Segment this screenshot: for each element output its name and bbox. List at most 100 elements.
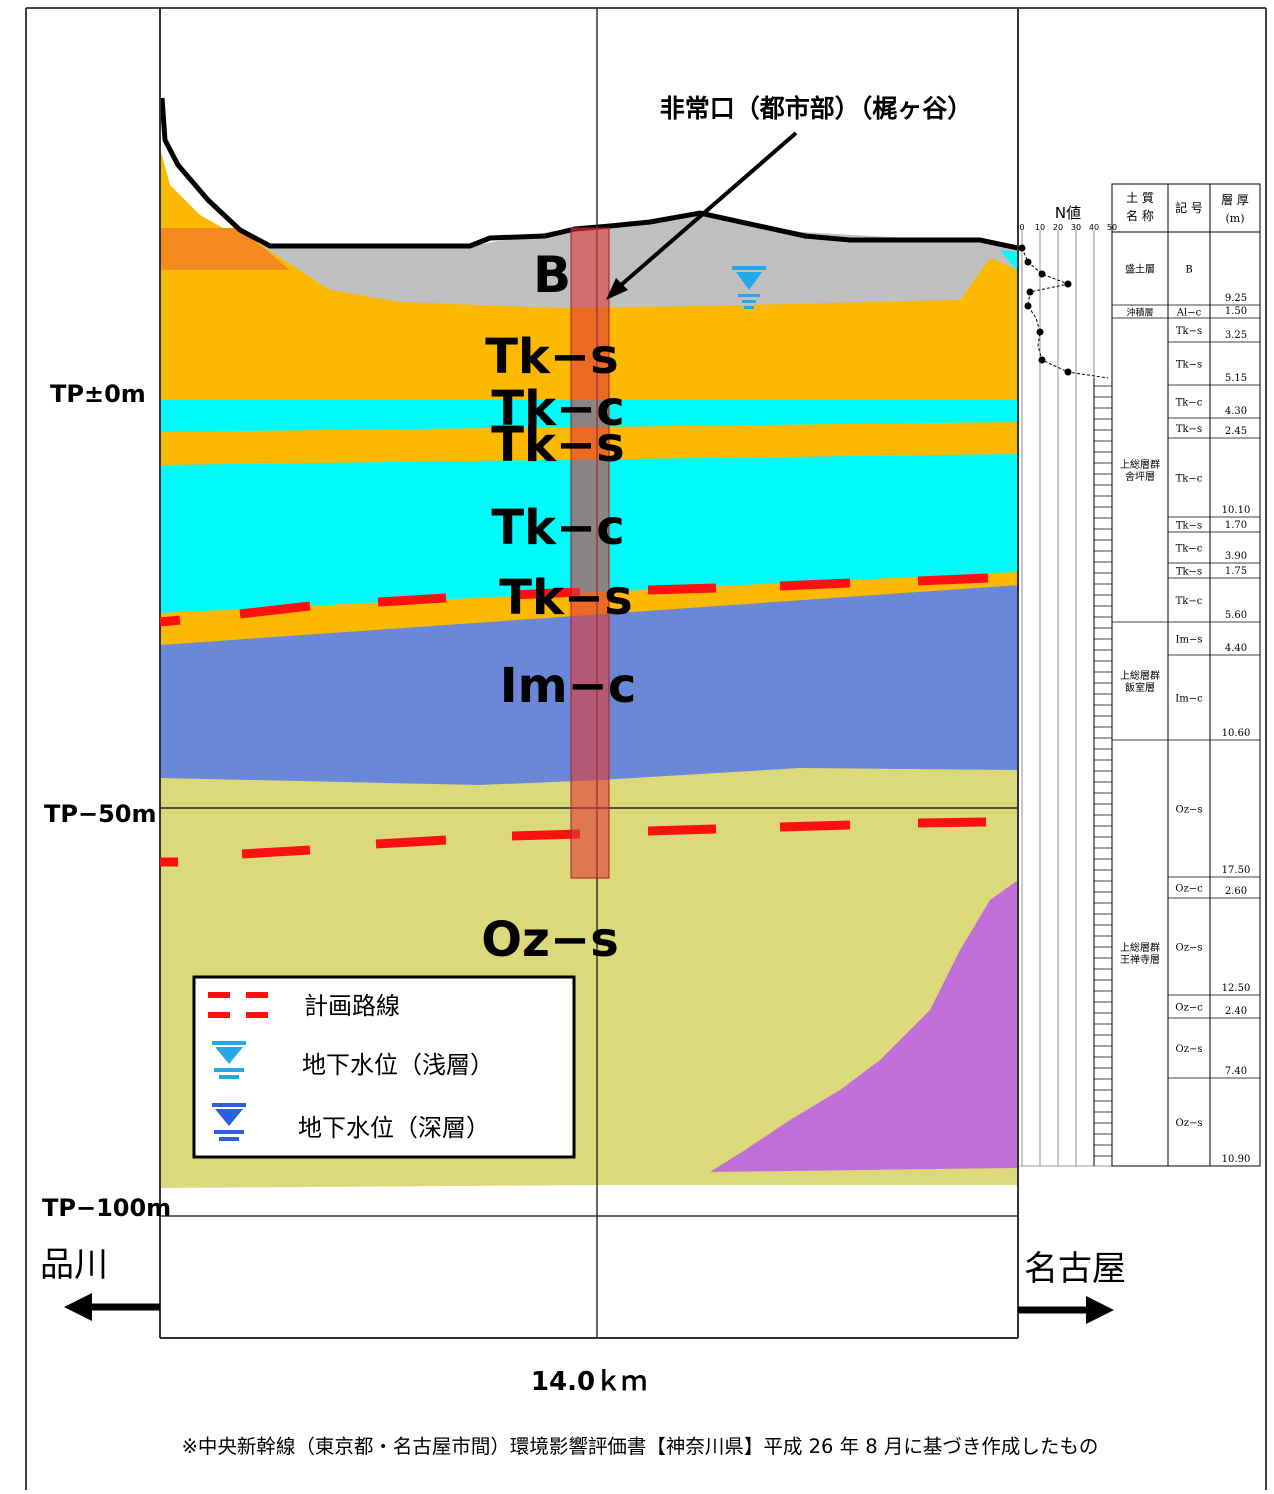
n-tick-label: 0 <box>1019 223 1024 232</box>
stratum-label-tk-s-2: Tk−s <box>491 417 624 473</box>
log-group-label: 盛土層 <box>1125 263 1155 276</box>
footnote: ※中央新幹線（東京都・名古屋市間）環境影響評価書【神奈川県】平成 26 年 8 … <box>182 1435 1099 1458</box>
log-symbol: Tk−s <box>1176 360 1202 371</box>
log-thickness: 2.45 <box>1225 426 1247 437</box>
log-thickness: 2.40 <box>1225 1006 1247 1017</box>
route-dash <box>239 601 311 619</box>
legend-route-icon <box>208 992 268 1018</box>
route-dash <box>377 593 447 607</box>
layer-fill-b <box>262 214 1018 308</box>
boring-hatch-column <box>1093 378 1113 1166</box>
stratum-label-b: B <box>533 246 571 304</box>
scale-label: 14.0ｋｍ <box>531 1367 647 1397</box>
callout-arrow-line <box>611 131 798 294</box>
legend: 計画路線 地下水位（浅層） 地下水位（深層） <box>192 975 576 1159</box>
log-symbol: Tk−c <box>1176 596 1203 607</box>
svg-text:名 称: 名 称 <box>1126 208 1154 223</box>
log-symbol: Al−c <box>1176 308 1202 319</box>
route-dash <box>511 587 581 600</box>
stratum-label-im-c: Im−c <box>500 658 637 714</box>
n-tick-label: 20 <box>1053 223 1063 232</box>
log-thickness: 2.60 <box>1225 886 1247 897</box>
gw-shallow-icon-in-section <box>732 266 766 309</box>
route-dash <box>511 829 581 841</box>
route-dash <box>779 820 851 832</box>
stratum-label-tk-s-3: Tk−s <box>499 570 632 626</box>
legend-gw-shallow-icon <box>212 1041 246 1079</box>
legend-gw-deep-icon <box>212 1103 246 1141</box>
route-dash <box>375 835 447 849</box>
arrow-right-head <box>1086 1296 1114 1324</box>
log-symbol: Oz−s <box>1176 1044 1203 1055</box>
log-symbol: Im−c <box>1175 694 1203 705</box>
n-value-label: N値 <box>1055 204 1081 222</box>
log-thickness: 7.40 <box>1225 1066 1247 1077</box>
log-thickness: 12.50 <box>1222 983 1251 994</box>
route-dash <box>647 583 717 595</box>
planned-route-upper <box>159 573 989 627</box>
log-thickness: 10.10 <box>1222 505 1251 516</box>
log-thickness: 5.60 <box>1225 610 1247 621</box>
stratum-label-tk-c-2: Tk−c <box>491 500 624 556</box>
log-thickness: 17.50 <box>1222 865 1251 876</box>
below-section-white <box>160 1188 1018 1216</box>
log-thickness: 4.30 <box>1225 406 1247 417</box>
legend-gw-deep-label: 地下水位（深層） <box>298 1114 490 1142</box>
log-thickness: 1.70 <box>1225 520 1247 531</box>
log-thickness: 1.50 <box>1225 306 1247 317</box>
emergency-shaft <box>570 227 610 879</box>
planned-route-lower <box>160 817 987 867</box>
header-thickness: 層 厚 <box>1221 193 1249 207</box>
log-symbol: Tk−s <box>1176 326 1202 337</box>
log-group-label: 舎坪層 <box>1125 470 1155 483</box>
stratum-label-oz-s: Oz−s <box>481 912 619 968</box>
log-group-label: 飯室層 <box>1125 681 1155 694</box>
ground-surface <box>159 97 1019 251</box>
log-symbol: Tk−c <box>1176 544 1203 555</box>
log-thickness: 5.15 <box>1225 373 1247 384</box>
n-tick-label: 30 <box>1071 223 1081 232</box>
route-dash <box>917 573 989 586</box>
elevation-tp100: TP−100m <box>42 1194 171 1222</box>
elevation-tp50: TP−50m <box>44 800 156 828</box>
route-dash <box>159 615 181 627</box>
log-group-label: 上総層群 <box>1120 669 1160 682</box>
n-tick-label: 10 <box>1035 223 1045 232</box>
log-thickness: 3.25 <box>1225 330 1247 341</box>
log-symbol: Oz−c <box>1175 884 1203 895</box>
stratum-label-tk-s-1: Tk−s <box>485 329 618 385</box>
log-symbol: B <box>1185 265 1192 276</box>
station-label: 非常口（都市部）（梶ヶ谷） <box>660 94 973 123</box>
direction-left-label: 品川 <box>40 1245 108 1285</box>
log-group-label: 上総層群 <box>1120 941 1160 954</box>
header-soil-name: 土 質 <box>1126 190 1154 205</box>
log-symbol: Tk−s <box>1176 424 1202 435</box>
legend-box <box>192 975 576 1159</box>
svg-text:(m): (m) <box>1225 212 1244 225</box>
header-symbol: 記 号 <box>1175 200 1203 215</box>
n-value-points <box>1018 244 1072 376</box>
direction-right-label: 名古屋 <box>1024 1249 1126 1289</box>
log-group-label: 沖積層 <box>1126 307 1153 319</box>
log-symbol: Oz−c <box>1175 1003 1203 1014</box>
n-value-curve <box>1021 247 1109 379</box>
log-thickness: 9.25 <box>1225 293 1247 304</box>
log-thickness: 4.40 <box>1225 643 1247 654</box>
stratum-label-tk-c-1: Tk−c <box>491 381 624 437</box>
log-thickness: 1.75 <box>1225 566 1247 577</box>
log-symbol: Tk−c <box>1176 474 1203 485</box>
log-symbol: Oz−s <box>1176 943 1203 954</box>
layer-cyan-right <box>1000 250 1018 272</box>
arrow-left-head <box>64 1293 92 1321</box>
log-symbol: Oz−s <box>1176 805 1203 816</box>
route-dash <box>917 817 987 828</box>
route-dash <box>241 845 311 859</box>
layer-dark-orange <box>160 228 290 270</box>
log-thickness: 10.60 <box>1222 728 1251 739</box>
callout-arrow-head <box>606 278 628 300</box>
log-symbol: Tk−s <box>1176 521 1202 532</box>
